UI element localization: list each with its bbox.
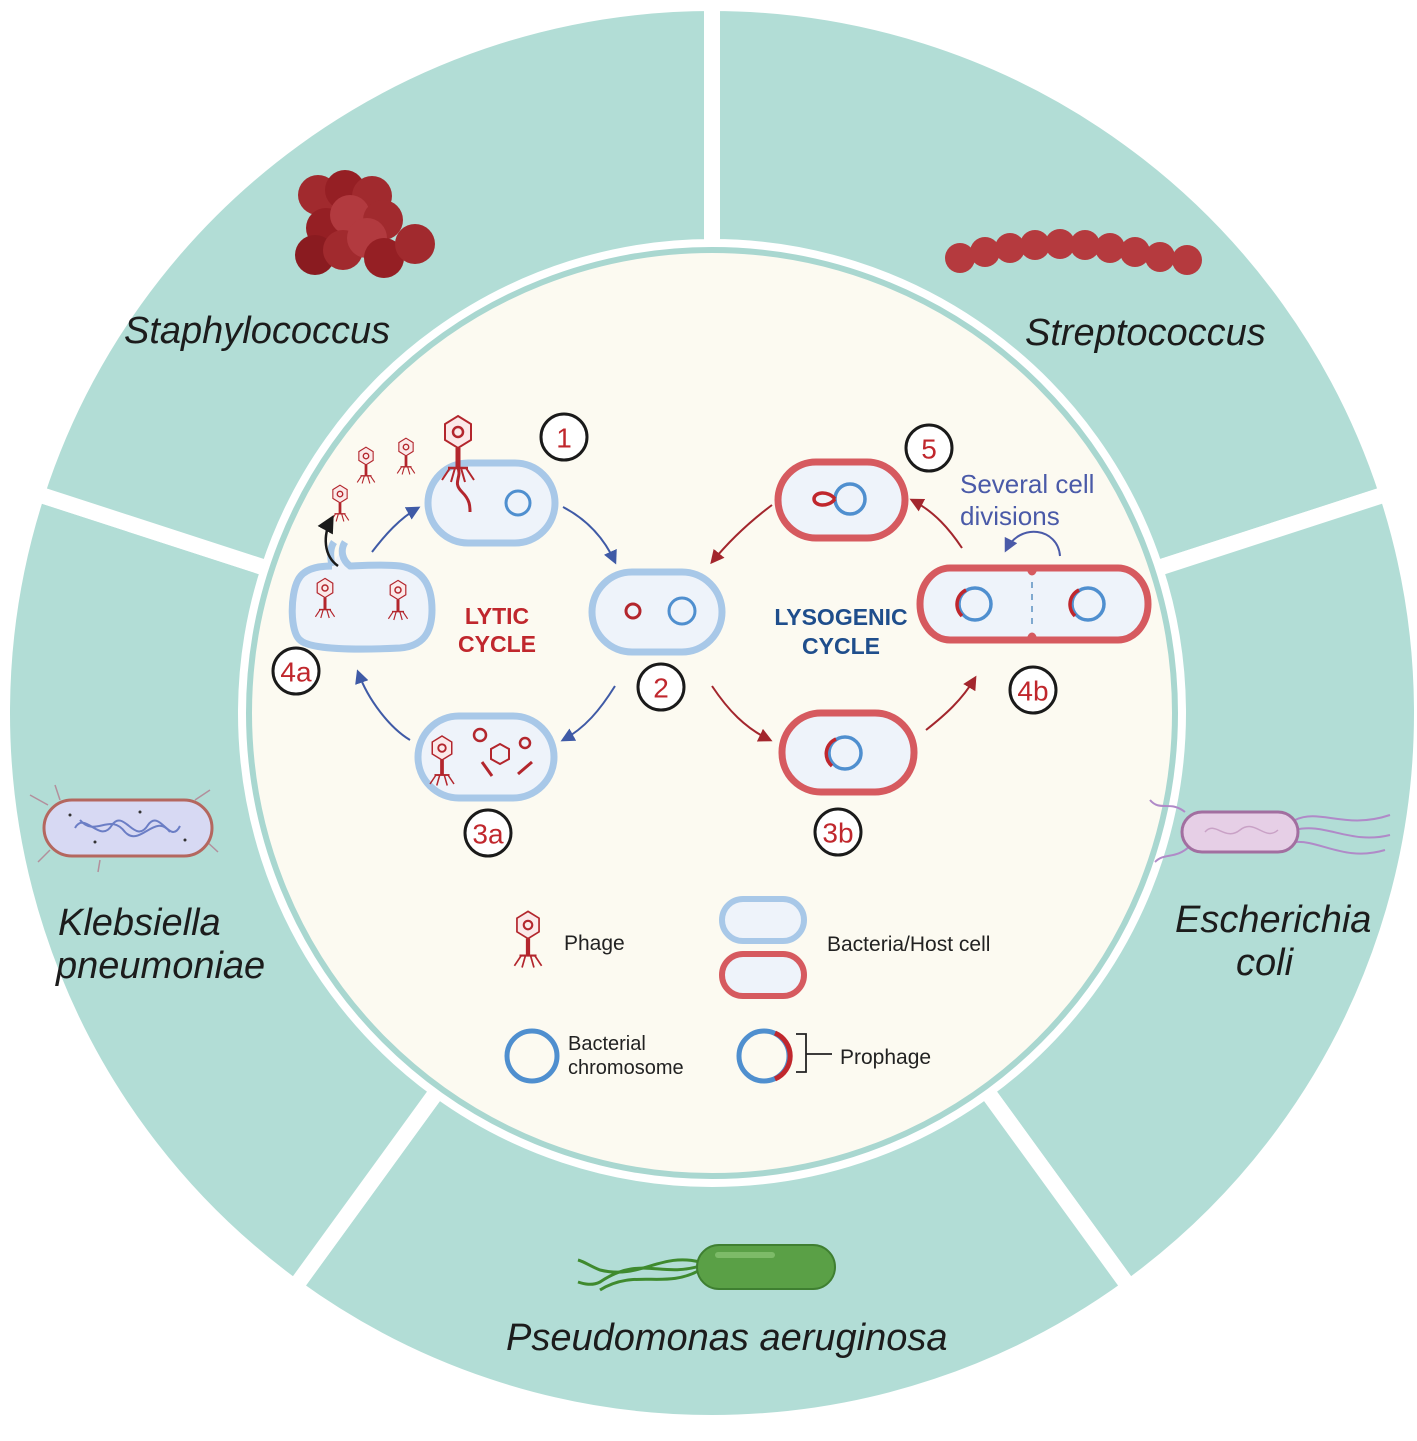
step-1-marker: 1 [539,412,589,462]
legend-chromosome-label-line1: Bacterial [568,1033,646,1055]
staphylococcus-icon [295,170,435,278]
lysogenic-cell-step4b-dividing [916,564,1152,644]
arrow-2-to-3a [560,685,616,742]
lysogenic-cycle-label-line2: CYCLE [802,633,880,659]
lysogenic-cell-step3b [778,709,918,796]
svg-text:5: 5 [921,434,937,465]
step-5-marker: 5 [904,423,954,473]
arrow-4a-to-1 [371,506,421,553]
pseudomonas-icon [577,1244,836,1292]
svg-text:4a: 4a [280,657,312,688]
step-2-marker: 2 [636,662,686,712]
arrow-2-to-3b [711,685,773,742]
step-3b-marker: 3b [813,807,863,857]
organism-label-escherichia-line2: coli [1236,942,1295,984]
legend-host-cell-icon [719,896,807,999]
arrow-5-to-2 [710,504,773,565]
arrow-3a-to-4a [355,669,411,741]
legend-host-cell-label: Bacteria/Host cell [827,933,990,956]
step-4b-marker: 4b [1008,665,1058,715]
legend-prophage-label: Prophage [840,1046,931,1069]
organism-label-pseudomonas: Pseudomonas aeruginosa [506,1317,948,1359]
arrow-3b-to-4b [925,675,977,731]
lysogenic-cell-step5 [774,458,909,542]
cell-divisions-note-line2: divisions [960,501,1060,531]
svg-text:4b: 4b [1017,676,1048,707]
organism-label-klebsiella-line1: Klebsiella [58,902,221,944]
lysogenic-cycle-label-line1: LYSOGENIC [774,604,907,630]
legend-phage-label: Phage [564,932,625,955]
organism-label-staphylococcus: Staphylococcus [124,310,390,352]
release-arrow [317,514,339,568]
organism-label-klebsiella-line2: pneumoniae [55,945,265,987]
legend-prophage-icon [736,1028,832,1084]
legend-chromosome-icon [504,1028,560,1084]
klebsiella-icon [29,784,219,873]
svg-text:3a: 3a [472,819,504,850]
lytic-cell-step1 [424,459,559,547]
organism-label-streptococcus: Streptococcus [1025,312,1266,354]
step-3a-marker: 3a [463,808,513,858]
lytic-cycle-label-line1: LYTIC [465,603,529,629]
svg-text:2: 2 [653,673,669,704]
svg-text:1: 1 [556,423,572,454]
lytic-cell-step4a-lysis [288,540,436,653]
legend-chromosome-label-line2: chromosome [568,1057,684,1079]
escherichia-coli-icon [1149,799,1391,863]
arrow-1-to-2 [562,506,617,565]
arrow-4b-to-5 [909,498,963,549]
lytic-cycle-label-line2: CYCLE [458,631,536,657]
lytic-cell-step2 [588,568,726,656]
cell-divisions-note-line1: Several cell [960,469,1094,499]
organism-label-escherichia-line1: Escherichia [1175,899,1371,941]
svg-text:3b: 3b [822,818,853,849]
cell-division-loop-arrow [1004,530,1061,557]
streptococcus-icon [945,229,1202,275]
lytic-cell-step3a [414,712,558,802]
step-4a-marker: 4a [271,646,321,696]
